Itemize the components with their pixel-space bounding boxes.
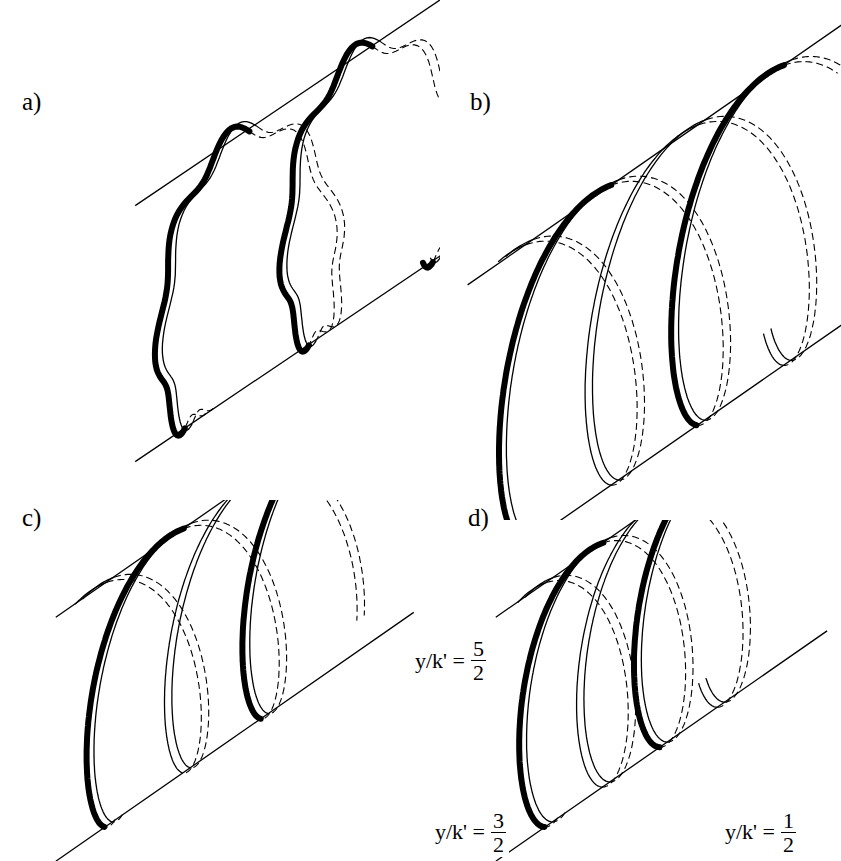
ratio-symbol: y/k' = — [725, 819, 775, 845]
vortex-ribbon-edge — [634, 520, 717, 747]
ratio-symbol: y/k' = — [435, 819, 485, 845]
vortex-ribbon-edge — [279, 43, 372, 352]
vortex-thick-edge — [423, 262, 433, 268]
vortex-ribbon-edge — [165, 500, 261, 773]
vortex-hidden-edge — [191, 520, 287, 714]
vortex-ribbon-edge — [585, 125, 699, 485]
vortex-hidden-edge — [552, 813, 565, 822]
vortex-hidden-edge — [185, 413, 206, 428]
vortex-hidden-edge — [533, 236, 644, 480]
cylinder-outline — [56, 500, 414, 617]
ratio-symbol: y/k' = — [415, 648, 465, 674]
cylinder-outline — [56, 612, 414, 861]
vortex-ribbon-edge — [525, 577, 554, 597]
cylinder-outline — [468, 285, 841, 520]
vortex-ribbon-edge — [584, 520, 668, 782]
vortex-hidden-edge — [554, 575, 636, 782]
vortex-thick-edge — [519, 543, 603, 827]
vortex-hidden-edge — [268, 500, 364, 616]
vortex-hidden-edge — [526, 241, 637, 485]
vortex-hidden-edge — [112, 814, 123, 822]
vortex-hidden-edge — [699, 121, 810, 365]
vortex-ribbon-edge — [423, 262, 433, 268]
fraction: 32 — [491, 809, 506, 856]
vortex-hidden-edge — [261, 500, 357, 621]
vortex-ribbon-edge — [671, 65, 784, 425]
ratio-formula: y/k' =12 — [722, 808, 799, 857]
cylinder-panel-d — [496, 520, 827, 861]
vortex-hidden-edge — [107, 580, 202, 773]
fraction-denominator: 2 — [471, 661, 486, 684]
vortex-ribbon-edge — [83, 577, 115, 599]
vortex-hidden-edge — [706, 116, 817, 360]
vortex-ribbon-edge — [498, 245, 526, 262]
vortex-hidden-edge — [611, 535, 693, 742]
fraction: 52 — [471, 637, 486, 684]
fraction-denominator: 2 — [781, 833, 796, 856]
fraction: 12 — [781, 809, 796, 856]
vortex-thick-edge — [155, 127, 250, 436]
vortex-hidden-edge — [192, 408, 213, 423]
vortex-hidden-edge — [372, 45, 440, 262]
vortex-ribbon-edge — [527, 538, 611, 822]
vortex-ribbon-edge — [593, 120, 707, 480]
vortex-ribbon-edge — [518, 583, 547, 603]
ratio-formula: y/k' =52 — [412, 636, 489, 685]
vortex-ribbon-edge — [75, 582, 107, 604]
cylinder-outline — [468, 0, 841, 285]
cylinder-panel-b — [468, 0, 841, 520]
fraction-numerator: 5 — [471, 637, 486, 661]
panel-letter: c) — [22, 504, 41, 532]
vortex-hidden-edge — [668, 520, 751, 702]
vortex-ribbon-edge — [94, 523, 191, 821]
vortex-hidden-edge — [660, 520, 743, 707]
vortex-hidden-edge — [380, 40, 440, 257]
vortex-ribbon-edge — [706, 678, 725, 702]
vortex-ribbon-edge — [771, 329, 791, 361]
ratio-formula: y/k' =32 — [432, 808, 509, 857]
vortex-ribbon-edge — [577, 520, 661, 787]
vortex-hidden-edge — [184, 525, 279, 719]
vortex-ribbon-edge — [242, 500, 274, 719]
vortex-thick-edge — [634, 520, 717, 747]
cylinder-panel-c — [56, 500, 414, 861]
panel-letter: a) — [22, 88, 41, 116]
vortex-hidden-edge — [611, 181, 723, 425]
vortex-ribbon-edge — [172, 500, 268, 768]
panel-letter: b) — [470, 88, 491, 116]
panel-letter: d) — [468, 504, 489, 532]
cylinder-outline — [135, 0, 440, 206]
vortex-ribbon-edge — [679, 60, 792, 420]
vortex-ribbon-edge — [155, 127, 250, 436]
vortex-thick-edge — [671, 65, 784, 425]
vortex-hidden-edge — [791, 57, 841, 69]
vortex-thick-edge — [242, 500, 274, 719]
vortex-ribbon-edge — [250, 500, 281, 714]
vortex-thick-edge — [87, 529, 184, 827]
fraction-denominator: 2 — [491, 833, 506, 856]
vortex-ribbon-edge — [519, 543, 603, 827]
vortex-thick-edge — [279, 43, 372, 352]
vortex-hidden-edge — [114, 574, 209, 768]
fraction-numerator: 1 — [781, 809, 796, 833]
vortex-ribbon-edge — [506, 240, 534, 257]
vortex-hidden-edge — [784, 62, 838, 74]
vortex-hidden-edge — [546, 581, 628, 788]
fraction-numerator: 3 — [491, 809, 506, 833]
cylinder-panel-a — [135, 0, 440, 462]
